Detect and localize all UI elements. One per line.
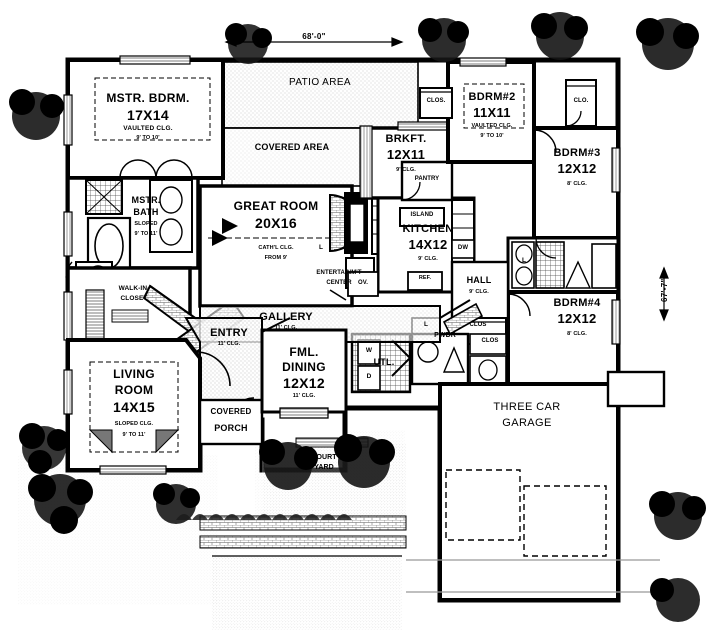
mstr-bdrm-walls bbox=[63, 55, 225, 180]
driveway bbox=[406, 559, 660, 593]
tree bbox=[28, 474, 93, 534]
tree bbox=[649, 491, 706, 540]
bdrm2-walls bbox=[419, 57, 536, 164]
patio-area-zone bbox=[221, 61, 419, 129]
tree bbox=[259, 439, 318, 490]
dimension-depth bbox=[659, 266, 669, 322]
tree bbox=[650, 578, 700, 622]
fml-dining-walls bbox=[260, 317, 348, 419]
bdrm4-walls bbox=[506, 290, 621, 386]
bath-2-fixtures bbox=[506, 236, 620, 294]
tree bbox=[153, 483, 200, 524]
utility-walls bbox=[350, 332, 412, 394]
landscaping bbox=[9, 12, 706, 622]
shrub-row bbox=[176, 514, 352, 520]
tree bbox=[531, 12, 588, 60]
bdrm3-walls bbox=[532, 79, 621, 240]
dimension-width bbox=[224, 37, 404, 47]
tree bbox=[225, 23, 272, 64]
garage-walls bbox=[438, 370, 666, 602]
tree bbox=[334, 434, 395, 488]
courtyard-zone bbox=[199, 437, 407, 630]
tree bbox=[418, 18, 469, 62]
tree bbox=[9, 89, 64, 140]
kitchen-walls bbox=[347, 160, 476, 297]
covered-porch-zone bbox=[198, 398, 264, 446]
tree bbox=[636, 18, 699, 70]
living-room-walls bbox=[63, 338, 202, 475]
tree bbox=[19, 423, 69, 474]
covered-area-zone bbox=[221, 127, 363, 187]
